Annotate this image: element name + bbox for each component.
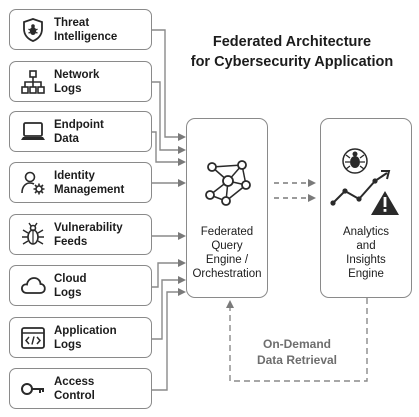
- network-tree-icon: [20, 69, 46, 95]
- shield-bug-icon: [20, 17, 46, 43]
- source-label: Application Logs: [54, 324, 117, 351]
- diagram-title: Federated Architecture for Cybersecurity…: [190, 34, 394, 70]
- source-label: Network Logs: [54, 68, 100, 95]
- connector-application-logs: [152, 276, 186, 340]
- analytics-engine-label: Analytics and Insights Engine: [342, 226, 390, 280]
- key-icon: [20, 376, 46, 402]
- federated-query-engine: Federated Query Engine / Orchestration: [186, 118, 268, 298]
- source-label: Endpoint Data: [54, 118, 104, 145]
- source-network-logs: Network Logs: [9, 61, 152, 102]
- code-window-icon: [20, 325, 46, 351]
- source-label: Access Control: [54, 375, 95, 402]
- on-demand-retrieval-label: On-Demand Data Retrieval: [256, 337, 338, 367]
- connector-access-control: [152, 288, 186, 391]
- source-label: Cloud Logs: [54, 272, 87, 299]
- connector-cloud-logs: [152, 259, 186, 288]
- connector-endpoint-data: [152, 131, 186, 166]
- source-endpoint-data: Endpoint Data: [9, 111, 152, 152]
- on-demand-retrieval-arrow: [226, 298, 368, 382]
- federated-engine-label: Federated Query Engine / Orchestration: [192, 226, 262, 280]
- source-label: Identity Management: [54, 169, 125, 196]
- source-access-control: Access Control: [9, 368, 152, 409]
- source-cloud-logs: Cloud Logs: [9, 265, 152, 306]
- laptop-icon: [20, 119, 46, 145]
- source-threat-intelligence: Threat Intelligence: [9, 9, 152, 50]
- source-label: Threat Intelligence: [54, 16, 118, 43]
- source-label: Vulnerability Feeds: [54, 221, 123, 248]
- source-identity-management: Identity Management: [9, 162, 152, 203]
- connector-network-logs: [152, 81, 186, 154]
- bug-icon: [20, 222, 46, 248]
- cloud-icon: [20, 273, 46, 299]
- connector-threat-intelligence: [152, 29, 186, 141]
- network-nodes-icon: [200, 157, 256, 212]
- source-vulnerability-feeds: Vulnerability Feeds: [9, 214, 152, 255]
- analytics-insights-engine: Analytics and Insights Engine: [320, 118, 412, 298]
- source-application-logs: Application Logs: [9, 317, 152, 358]
- bug-chart-warning-icon: [325, 141, 409, 230]
- user-gear-icon: [20, 170, 46, 196]
